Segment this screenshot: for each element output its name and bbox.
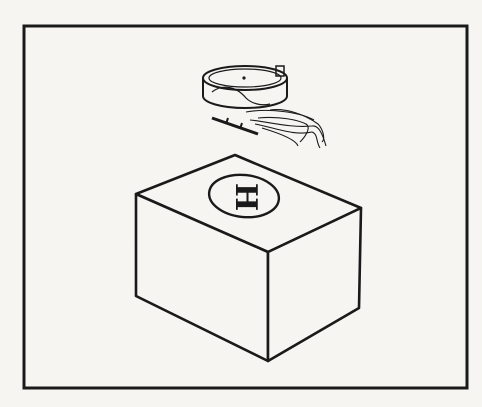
wire-5 xyxy=(246,110,314,120)
wire-bundle xyxy=(246,110,326,148)
ring-lamp xyxy=(203,66,287,108)
ring-center-dot xyxy=(242,76,245,79)
wire-2 xyxy=(255,124,320,148)
wire-4 xyxy=(262,128,298,146)
wire-1 xyxy=(250,120,326,146)
wire-3 xyxy=(258,117,308,142)
helipad-letter: H xyxy=(228,183,263,211)
ring-bottom xyxy=(203,96,287,108)
